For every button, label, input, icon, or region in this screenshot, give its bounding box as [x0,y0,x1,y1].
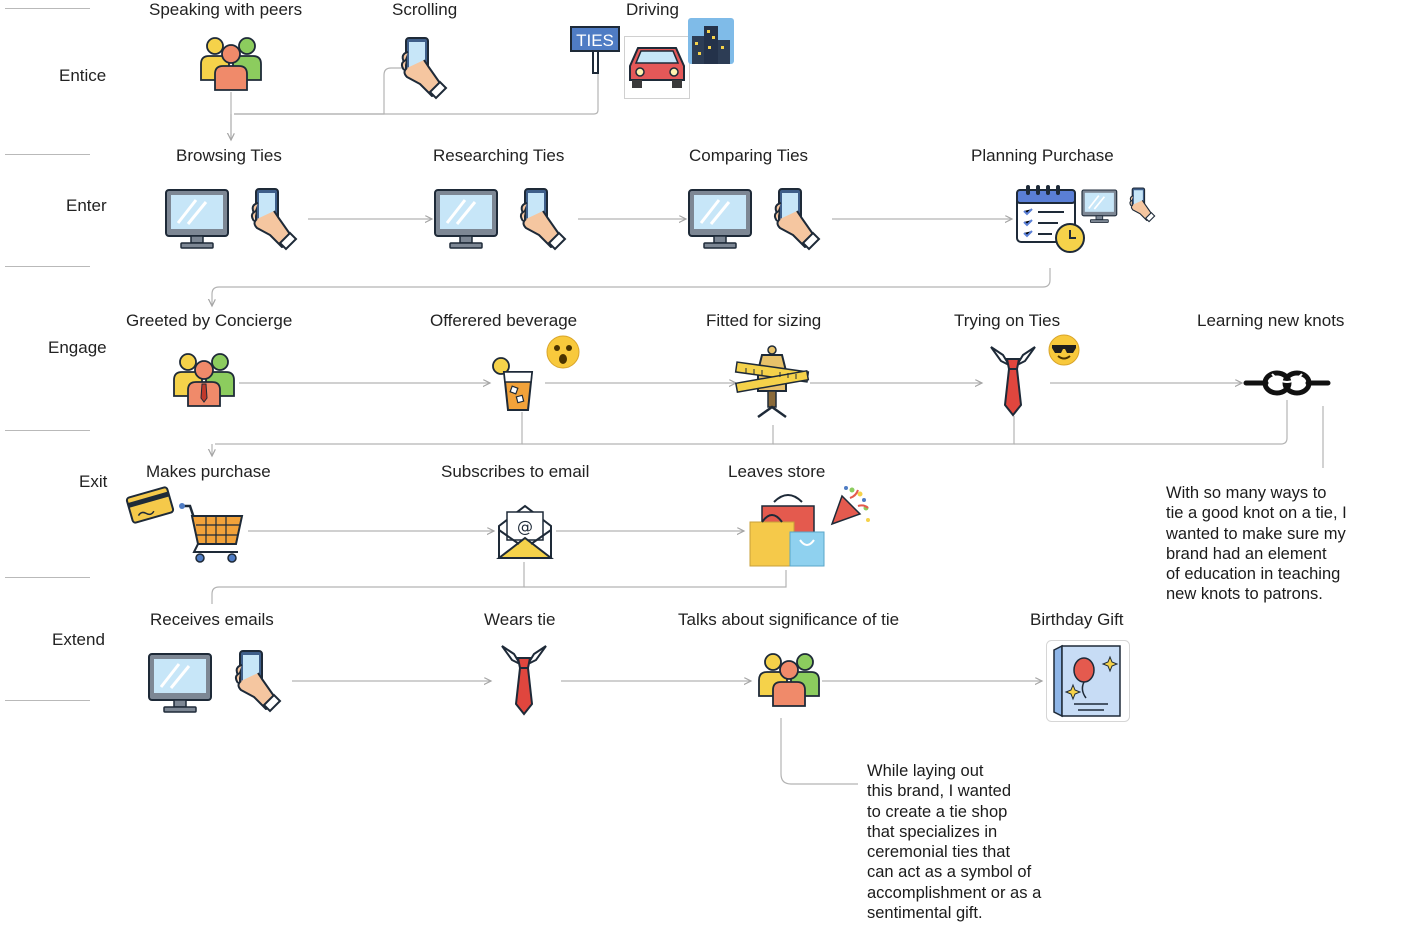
phone-hand-icon [519,188,571,251]
flow-connector [780,718,858,785]
knot-icon [1243,368,1331,398]
flow-connector [234,70,599,115]
email-envelope-icon: @ [496,500,554,562]
step-label-browsing: Browsing Ties [176,146,282,165]
step-label-researching: Researching Ties [433,146,565,165]
step-label-leaves: Leaves store [728,462,826,481]
party-popper-icon [828,484,872,528]
billboard-icon: TIES [570,26,622,74]
step-label-receives: Receives emails [150,610,274,629]
stage-divider [5,154,90,155]
monitor-icon [433,188,499,250]
flow-connector [234,67,430,115]
stage-divider [5,700,90,701]
step-label-wears: Wears tie [484,610,556,629]
step-label-driving: Driving [626,0,679,19]
step-label-scrolling: Scrolling [392,0,458,19]
stage-divider [5,430,90,431]
phone-hand-icon [1129,187,1160,224]
step-label-trying: Trying on Ties [954,311,1061,330]
note-brand: While laying out this brand, I wanted to… [867,762,1042,923]
car-icon [624,36,690,100]
step-label-fitted: Fitted for sizing [706,311,822,330]
drink-icon [492,354,536,412]
flow-connector [524,570,787,588]
stage-divider [5,577,90,578]
step-label-comparing: Comparing Ties [689,146,809,165]
necktie-icon [990,346,1037,417]
stage-extend: Extend [52,630,105,649]
step-label-speaking: Speaking with peers [149,0,303,19]
note-knots: With so many ways to tie a good knot on … [1166,484,1347,604]
flow-connector [215,412,523,445]
flow-connector [773,416,1015,445]
step-label-beverage: Offerered beverage [430,311,578,330]
monitor-icon [147,652,213,714]
billboard-text: TIES [576,31,614,50]
flow-connector [522,425,774,445]
stage-divider [5,8,90,9]
step-label-knots: Learning new knots [1197,311,1345,330]
step-label-talks: Talks about significance of tie [678,610,900,629]
svg-text:@: @ [517,517,533,536]
city-icon [688,18,734,64]
step-label-greeted: Greeted by Concierge [126,311,293,330]
concierge-people-icon [173,352,236,410]
stage-exit: Exit [79,472,108,491]
flow-connector [212,268,1051,306]
tailor-mannequin-icon [734,345,810,419]
stage-entice: Entice [59,66,107,85]
phone-hand-icon [234,650,286,713]
stage-engage: Engage [48,338,107,357]
shopping-cart-icon [178,502,246,564]
surprised-emoji-icon [546,335,580,369]
phone-hand-icon [250,188,302,251]
credit-card-icon [125,484,175,526]
phone-hand-icon [400,37,452,100]
flow-connector [1014,400,1288,445]
shopping-bags-icon [748,492,828,570]
step-label-planning: Planning Purchase [971,146,1114,165]
calendar-clock-icon [1016,184,1088,256]
people-group-icon [200,36,263,92]
flow-connector [211,562,525,604]
people-group-icon [758,652,821,708]
monitor-icon [164,188,230,250]
monitor-icon [1081,189,1118,226]
phone-hand-icon [773,188,825,251]
stage-divider [5,266,90,267]
necktie-icon [501,645,548,716]
stage-enter: Enter [66,196,107,215]
cool-emoji-icon [1048,334,1080,366]
birthday-card-icon [1046,640,1130,722]
step-label-subscribe: Subscribes to email [441,462,590,481]
step-label-gift: Birthday Gift [1030,610,1124,629]
monitor-icon [687,188,753,250]
step-label-purchase: Makes purchase [146,462,271,481]
